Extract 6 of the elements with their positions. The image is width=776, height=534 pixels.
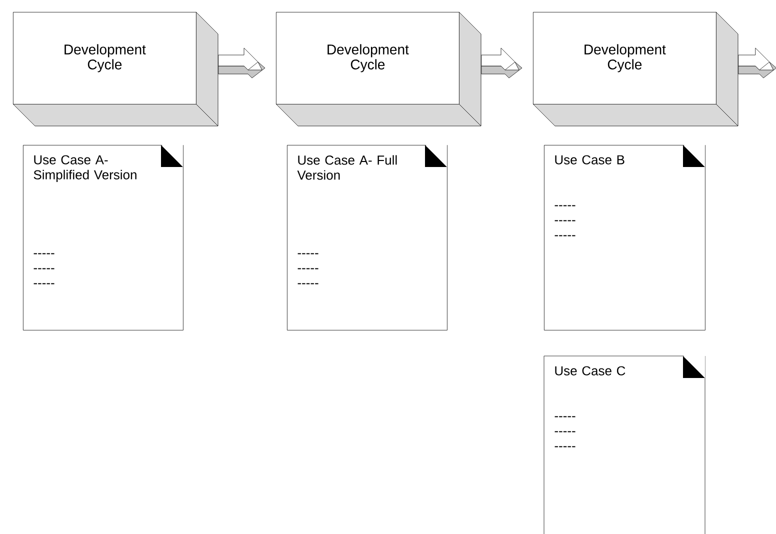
cube-box: Development Cycle [12, 12, 218, 126]
block-arrow [218, 48, 266, 78]
block-arrow [481, 48, 522, 78]
cube-box: Development Cycle [532, 12, 738, 126]
block-arrow [738, 48, 776, 78]
cube-box: Development Cycle [276, 12, 482, 126]
